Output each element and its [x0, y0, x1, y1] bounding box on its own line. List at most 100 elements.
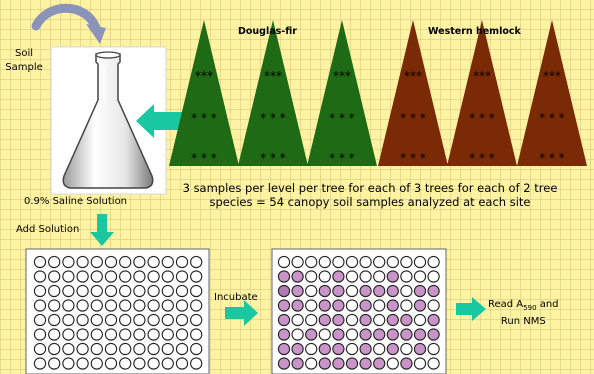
well	[427, 313, 440, 327]
well	[305, 313, 318, 327]
read-prefix: Read A	[488, 299, 524, 310]
well	[90, 342, 103, 356]
saline-solution-label: 0.9% Saline Solution	[24, 196, 128, 207]
well	[427, 299, 440, 312]
well	[318, 255, 331, 269]
well	[413, 284, 427, 298]
well	[277, 328, 291, 341]
well	[332, 270, 345, 283]
well	[33, 255, 47, 269]
well	[119, 342, 132, 356]
tree: *** * * * * * *	[238, 20, 308, 166]
well	[359, 328, 372, 341]
well	[291, 284, 304, 298]
well	[175, 342, 189, 356]
well	[104, 313, 118, 327]
well	[90, 328, 103, 341]
well	[90, 299, 103, 312]
well	[33, 270, 47, 283]
well	[277, 284, 291, 298]
well	[133, 299, 146, 312]
plate-empty-wells	[33, 255, 203, 370]
well	[90, 357, 103, 370]
well	[413, 255, 427, 269]
well	[48, 313, 61, 327]
well	[373, 313, 386, 327]
well	[277, 299, 291, 312]
well	[345, 313, 359, 327]
sample-marks: ***	[333, 69, 351, 83]
sample-marks: * * *	[260, 111, 286, 125]
well	[359, 270, 372, 283]
tree-shape	[238, 20, 308, 166]
well	[373, 255, 386, 269]
read-run-label: Read A590 and Run NMS	[488, 298, 559, 328]
well	[413, 328, 427, 341]
well	[359, 255, 372, 269]
well	[161, 357, 174, 370]
tree: **** * ** * *	[447, 20, 517, 166]
well	[62, 357, 75, 370]
well	[119, 357, 132, 370]
well	[33, 284, 47, 298]
sample-marks: * * *	[191, 111, 217, 125]
well	[190, 299, 203, 312]
well	[147, 284, 160, 298]
well	[161, 299, 174, 312]
erlenmeyer-flask-icon	[62, 51, 154, 189]
well	[318, 342, 331, 356]
well	[305, 299, 318, 312]
well	[291, 313, 304, 327]
well	[119, 255, 132, 269]
well	[104, 270, 118, 283]
sample-marks: * * *	[469, 111, 495, 125]
well	[76, 342, 89, 356]
run-nms: Run NMS	[500, 316, 546, 327]
well	[147, 299, 160, 312]
well	[373, 328, 386, 341]
well	[386, 342, 399, 356]
well	[133, 255, 146, 269]
add-solution-label: Add Solution	[16, 224, 80, 235]
well	[147, 328, 160, 341]
well	[277, 255, 291, 269]
well	[359, 299, 372, 312]
well	[332, 328, 345, 341]
well	[386, 328, 399, 341]
well	[305, 255, 318, 269]
well	[427, 342, 440, 356]
incubate-label: Incubate	[214, 292, 258, 303]
well	[291, 357, 304, 370]
well	[400, 284, 413, 298]
well	[62, 299, 75, 312]
well	[318, 284, 331, 298]
well	[332, 313, 345, 327]
well	[119, 284, 132, 298]
well	[332, 342, 345, 356]
sample-marks: ***	[264, 69, 282, 83]
well	[33, 313, 47, 327]
well	[305, 342, 318, 356]
well	[104, 357, 118, 370]
well	[133, 270, 146, 283]
well	[119, 328, 132, 341]
well	[400, 328, 413, 341]
well	[48, 284, 61, 298]
well	[400, 357, 413, 370]
sample-marks: * * *	[260, 151, 286, 165]
well	[190, 342, 203, 356]
well	[345, 299, 359, 312]
well	[76, 255, 89, 269]
well	[359, 357, 372, 370]
well	[291, 342, 304, 356]
well	[332, 299, 345, 312]
well	[386, 357, 399, 370]
sampling-caption: 3 samples per level per tree for each of…	[182, 181, 558, 209]
well	[104, 328, 118, 341]
sample-marks: * * *	[469, 151, 495, 165]
well	[76, 270, 89, 283]
well	[90, 313, 103, 327]
well	[62, 342, 75, 356]
well	[359, 284, 372, 298]
